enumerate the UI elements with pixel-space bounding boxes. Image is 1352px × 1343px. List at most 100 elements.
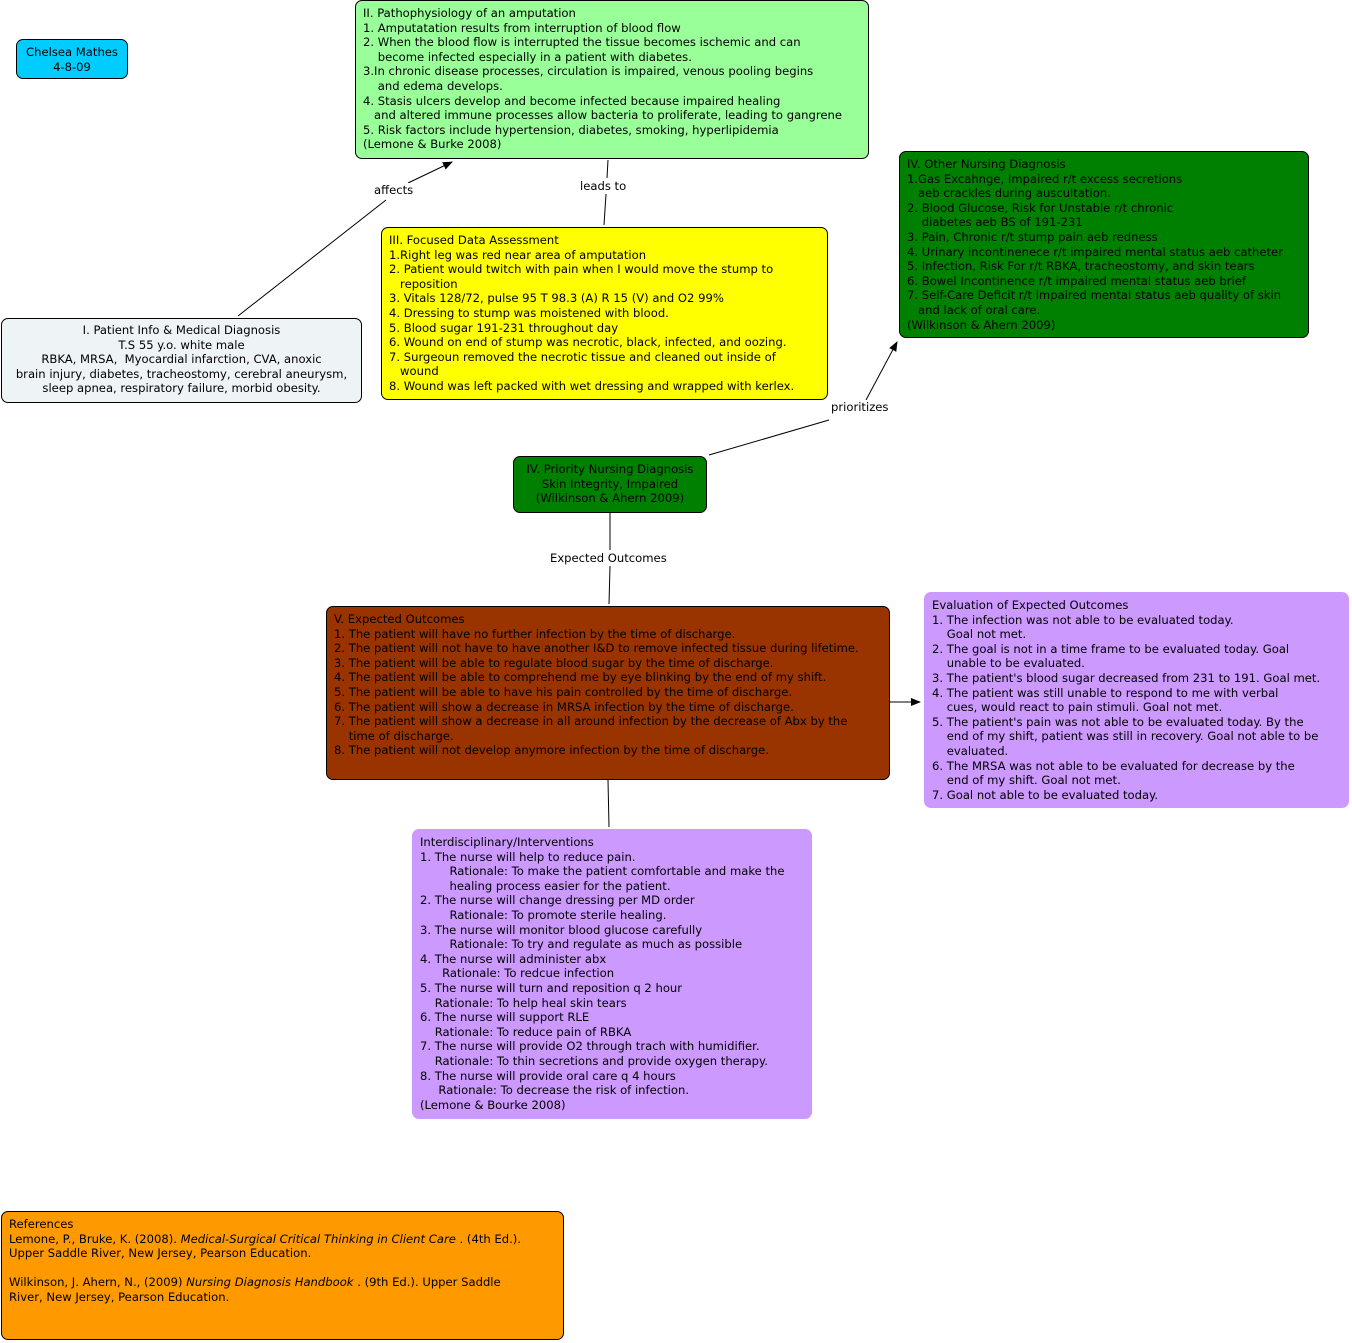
pathophysiology-line: (Lemone & Burke 2008) bbox=[363, 137, 502, 152]
reference-1-edition: . (4th Ed.). bbox=[455, 1231, 521, 1246]
references-node[interactable]: References Lemone, P., Bruke, K. (2008).… bbox=[1, 1211, 564, 1340]
link-interventions-line bbox=[607, 779, 610, 828]
evaluation-line: 2. The goal is not in a time frame to be… bbox=[932, 641, 1290, 656]
expected-outcomes-line: time of discharge. bbox=[334, 728, 454, 743]
focused-assessment-title: III. Focused Data Assessment bbox=[389, 233, 559, 247]
interventions-line: 8. The nurse will provide oral care q 4 … bbox=[420, 1068, 676, 1083]
expected-outcomes-line: 5. The patient will be able to have his … bbox=[334, 684, 793, 699]
interventions-line: 2. The nurse will change dressing per MD… bbox=[420, 893, 695, 908]
other-diagnosis-line: 5. Infection, Risk For r/t RBKA, tracheo… bbox=[907, 259, 1255, 274]
pathophysiology-line: and edema develops. bbox=[363, 78, 503, 93]
reference-1: Lemone, P., Bruke, K. (2008). Medical-Su… bbox=[9, 1232, 556, 1247]
interventions-line: 1. The nurse will help to reduce pain. bbox=[420, 849, 636, 864]
reference-1-publisher: Upper Saddle River, New Jersey, Pearson … bbox=[9, 1246, 312, 1261]
other-diagnosis-line: and lack of oral care. bbox=[907, 302, 1041, 317]
link-label-prioritizes: prioritizes bbox=[829, 400, 891, 414]
expected-outcomes-line: 4. The patient will be able to comprehen… bbox=[334, 670, 827, 685]
focused-assessment-line: 4. Dressing to stump was moistened with … bbox=[389, 305, 669, 320]
spacer bbox=[9, 1261, 556, 1276]
author-date: 4-8-09 bbox=[53, 59, 91, 74]
expected-outcomes-title: V. Expected Outcomes bbox=[334, 612, 465, 626]
evaluation-line: end of my shift. Goal not met. bbox=[932, 773, 1121, 788]
link-leads-to-line-top bbox=[606, 159, 609, 179]
pathophysiology-title: II. Pathophysiology of an amputation bbox=[363, 6, 576, 20]
interventions-line: 6. The nurse will support RLE bbox=[420, 1010, 590, 1025]
interventions-line: 4. The nurse will administer abx bbox=[420, 951, 607, 966]
link-affects-line bbox=[237, 199, 387, 317]
reference-2-authors: Wilkinson, J. Ahern, N., (2009) bbox=[9, 1275, 187, 1290]
patient-info-line: sleep apnea, respiratory failure, morbid… bbox=[42, 381, 321, 396]
evaluation-line: 4. The patient was still unable to respo… bbox=[932, 685, 1279, 700]
focused-assessment-line: 2. Patient would twitch with pain when I… bbox=[389, 262, 774, 277]
references-title: References bbox=[9, 1217, 74, 1231]
interventions-line: Rationale: To redcue infection bbox=[420, 966, 615, 981]
interventions-line: (Lemone & Bourke 2008) bbox=[420, 1097, 566, 1112]
link-label-expected-outcomes: Expected Outcomes bbox=[548, 551, 669, 565]
evaluation-line: 5. The patient's pain was not able to be… bbox=[932, 714, 1304, 729]
link-prioritizes-arrow bbox=[865, 341, 898, 401]
focused-assessment-line: 5. Blood sugar 191-231 throughout day bbox=[389, 320, 619, 335]
other-diagnosis-line: 1.Gas Excahnge, Impaired r/t excess secr… bbox=[907, 171, 1183, 186]
evaluation-line: 3. The patient's blood sugar decreased f… bbox=[932, 670, 1321, 685]
priority-diagnosis-line: (Wilkinson & Ahern 2009) bbox=[535, 491, 685, 506]
expected-outcomes-line: 2. The patient will not have to have ano… bbox=[334, 641, 859, 656]
reference-1-authors: Lemone, P., Bruke, K. (2008). bbox=[9, 1231, 181, 1246]
reference-1-book-title: Medical-Surgical Critical Thinking in Cl… bbox=[180, 1231, 456, 1246]
other-diagnosis-line: diabetes aeb BS of 191-231 bbox=[907, 215, 1083, 230]
interventions-line: Rationale: To thin secretions and provid… bbox=[420, 1053, 768, 1068]
link-label-leads-to: leads to bbox=[578, 179, 629, 193]
reference-2: Wilkinson, J. Ahern, N., (2009) Nursing … bbox=[9, 1275, 556, 1290]
interventions-line: Rationale: To decrease the risk of infec… bbox=[420, 1083, 690, 1098]
focused-assessment-line: reposition bbox=[389, 276, 458, 291]
evaluation-line: unable to be evaluated. bbox=[932, 656, 1085, 671]
evaluation-line: cues, would react to pain stimuli. Goal … bbox=[932, 700, 1223, 715]
link-expected-line-bottom bbox=[608, 565, 611, 605]
evaluation-line: Goal not met. bbox=[932, 627, 1027, 642]
expected-outcomes-line: 3. The patient will be able to regulate … bbox=[334, 655, 774, 670]
pathophysiology-line: 5. Risk factors include hypertension, di… bbox=[363, 122, 779, 137]
expected-outcomes-line: 8. The patient will not develop anymore … bbox=[334, 743, 769, 758]
author-node[interactable]: Chelsea Mathes 4-8-09 bbox=[16, 39, 128, 79]
priority-diagnosis-title: IV. Priority Nursing Diagnosis bbox=[526, 462, 694, 476]
other-diagnosis-title: IV. Other Nursing Diagnosis bbox=[907, 157, 1066, 171]
priority-diagnosis-line: Skin Integrity, Impaired bbox=[541, 476, 679, 491]
author-name: Chelsea Mathes bbox=[26, 45, 118, 59]
interventions-line: Rationale: To promote sterile healing. bbox=[420, 907, 667, 922]
expected-outcomes-line: 6. The patient will show a decrease in M… bbox=[334, 699, 794, 714]
expected-outcomes-line: 7. The patient will show a decrease in a… bbox=[334, 714, 848, 729]
evaluation-line: 6. The MRSA was not able to be evaluated… bbox=[932, 758, 1295, 773]
expected-outcomes-line: 1. The patient will have no further infe… bbox=[334, 626, 736, 641]
focused-assessment-line: wound bbox=[389, 364, 439, 379]
patient-info-title: I. Patient Info & Medical Diagnosis bbox=[82, 323, 281, 337]
pathophysiology-line: 2. When the blood flow is interrupted th… bbox=[363, 35, 801, 50]
focused-assessment-line: 7. Surgeoun removed the necrotic tissue … bbox=[389, 349, 776, 364]
focused-assessment-line: 3. Vitals 128/72, pulse 95 T 98.3 (A) R … bbox=[389, 291, 724, 306]
interventions-title: Interdisciplinary/Interventions bbox=[420, 835, 594, 849]
link-affects-arrow bbox=[407, 161, 453, 184]
interventions-line: Rationale: To reduce pain of RBKA bbox=[420, 1024, 632, 1039]
interventions-line: healing process easier for the patient. bbox=[420, 878, 671, 893]
patient-info-line: RBKA, MRSA, Myocardial infarction, CVA, … bbox=[41, 352, 322, 367]
other-diagnosis-line: 2. Blood Glucose, Risk for Unstable r/t … bbox=[907, 200, 1174, 215]
evaluation-line: evaluated. bbox=[932, 743, 1009, 758]
interventions-line: Rationale: To help heal skin tears bbox=[420, 995, 627, 1010]
evaluation-title: Evaluation of Expected Outcomes bbox=[932, 598, 1129, 612]
patient-info-line: T.S 55 y.o. white male bbox=[118, 337, 245, 352]
other-diagnosis-line: (Wilkinson & Ahern 2009) bbox=[907, 317, 1056, 332]
other-diagnosis-line: aeb crackles during auscultation. bbox=[907, 186, 1111, 201]
other-diagnosis-line: 4. Urinary incontinenece r/t impaired me… bbox=[907, 244, 1283, 259]
other-diagnosis-line: 6. Bowel Incontinence r/t impaired menta… bbox=[907, 273, 1246, 288]
reference-2-edition: . (9th Ed.). Upper Saddle bbox=[353, 1275, 501, 1290]
evaluation-line: 7. Goal not able to be evaluated today. bbox=[932, 787, 1159, 802]
pathophysiology-line: become infected especially in a patient … bbox=[363, 49, 692, 64]
link-prioritizes-line bbox=[708, 419, 830, 456]
evaluation-line: 1. The infection was not able to be eval… bbox=[932, 612, 1234, 627]
